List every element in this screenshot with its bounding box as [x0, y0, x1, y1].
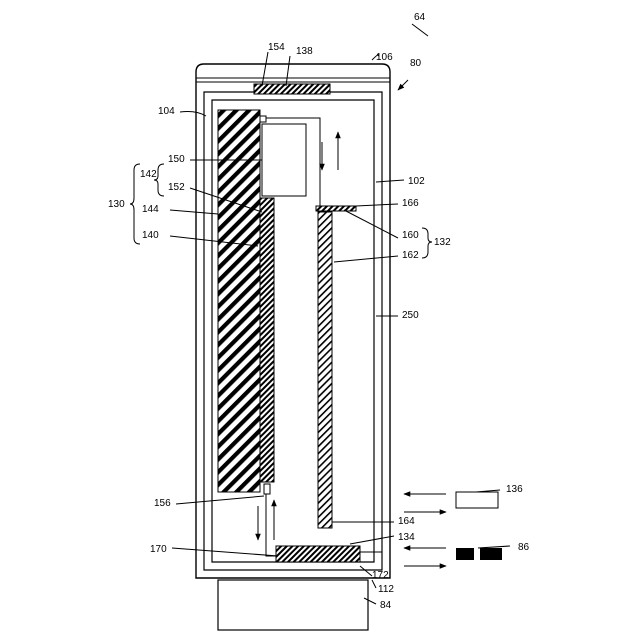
- label-152: 152: [168, 182, 185, 193]
- label-134: 134: [398, 532, 415, 543]
- label-250: 250: [402, 310, 419, 321]
- label-86: 86: [518, 542, 530, 553]
- fitting-156: [264, 484, 270, 494]
- label-136: 136: [506, 484, 523, 495]
- label-102: 102: [408, 176, 425, 187]
- label-112: 112: [378, 584, 394, 595]
- label-106: 106: [376, 52, 393, 63]
- component-86: [456, 548, 502, 560]
- box-150: [262, 124, 306, 196]
- base-84: [218, 580, 368, 630]
- plate-166: [316, 206, 356, 211]
- fitting-top: [260, 116, 266, 122]
- label-160: 160: [402, 230, 419, 241]
- label-64: 64: [414, 12, 426, 23]
- top-heater-138: [254, 84, 330, 94]
- label-142: 142: [140, 169, 157, 180]
- label-154: 154: [268, 42, 285, 53]
- label-132: 132: [434, 237, 451, 248]
- label-156: 156: [154, 498, 171, 509]
- label-104: 104: [158, 106, 175, 117]
- electrode-162: [318, 212, 332, 528]
- bottom-heater-134: [276, 546, 360, 562]
- label-80: 80: [410, 58, 422, 69]
- label-172: 172: [372, 570, 389, 581]
- element-144: [218, 110, 260, 492]
- label-150: 150: [168, 154, 185, 165]
- label-130: 130: [108, 199, 125, 210]
- label-166: 166: [402, 198, 419, 209]
- label-84: 84: [380, 600, 392, 611]
- label-164: 164: [398, 516, 415, 527]
- label-144: 144: [142, 204, 159, 215]
- layer-140: [260, 198, 274, 482]
- label-138: 138: [296, 46, 313, 57]
- component-136: [456, 492, 498, 508]
- label-162: 162: [402, 250, 419, 261]
- label-140: 140: [142, 230, 159, 241]
- label-170: 170: [150, 544, 167, 555]
